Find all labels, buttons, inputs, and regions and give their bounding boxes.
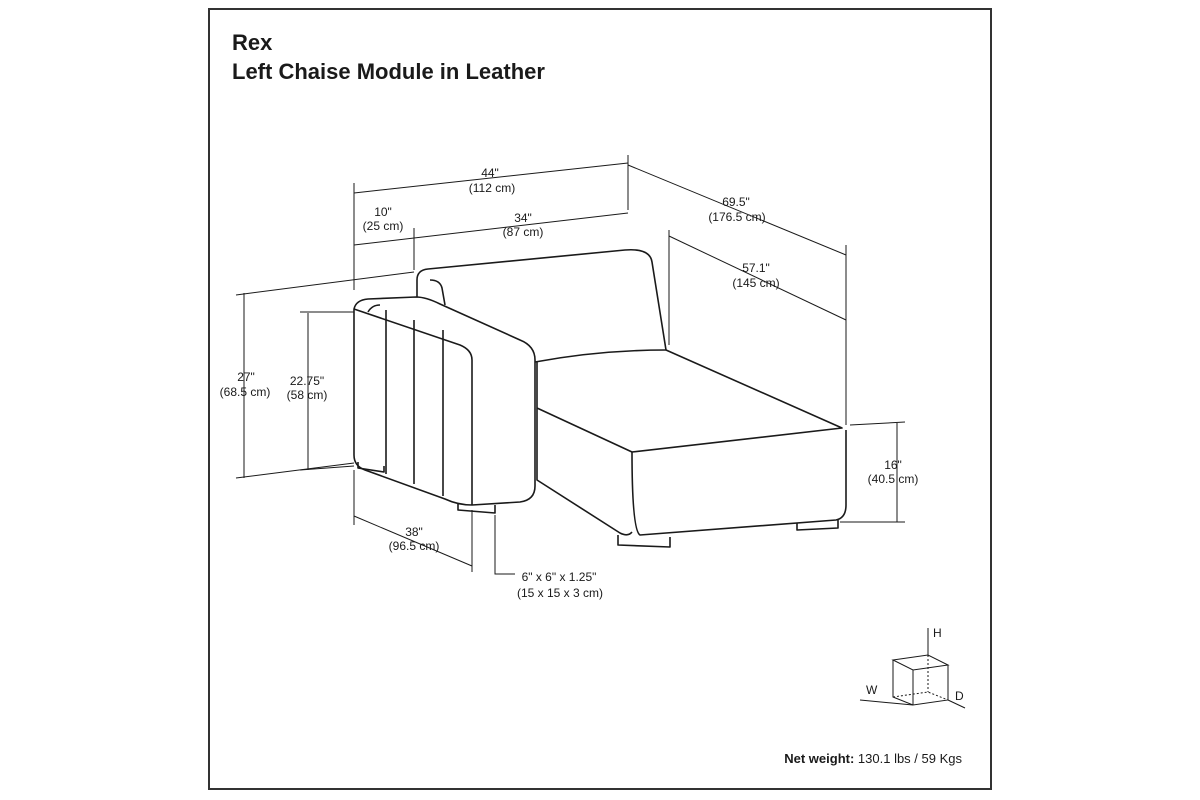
leg-4 <box>796 520 839 531</box>
brand-title: Rex <box>232 30 273 55</box>
net-weight-label: Net weight: <box>784 751 855 766</box>
dimension-labels: 44" (112 cm) 10" (25 cm) 34" (87 cm) 69.… <box>220 166 919 600</box>
arm-width-in: 10" <box>374 205 392 219</box>
dimension-lines <box>235 155 906 575</box>
axis-d-label: D <box>955 689 964 703</box>
arm-depth-cm: (96.5 cm) <box>389 539 440 553</box>
axes-cube-icon <box>859 628 966 709</box>
seat-depth-in: 57.1" <box>742 261 770 275</box>
leg-2 <box>457 503 496 514</box>
overall-depth-in: 69.5" <box>722 195 750 209</box>
seat-width-cm: (87 cm) <box>503 225 544 239</box>
arm-height-in: 22.75" <box>290 374 324 388</box>
seat-height-cm: (40.5 cm) <box>868 472 919 486</box>
leg-size-in: 6" x 6" x 1.25" <box>522 570 597 584</box>
leg-3 <box>617 535 671 548</box>
product-title: Left Chaise Module in Leather <box>232 59 545 84</box>
seat-front <box>631 430 847 536</box>
backrest <box>416 248 667 351</box>
net-weight: Net weight: 130.1 lbs / 59 Kgs <box>752 751 962 766</box>
overall-width-in: 44" <box>481 166 499 180</box>
backrest-front <box>534 349 667 363</box>
overall-depth-cm: (176.5 cm) <box>708 210 765 224</box>
arm-cap <box>353 308 473 361</box>
arm-height-cm: (58 cm) <box>287 388 328 402</box>
overall-width-cm: (112 cm) <box>469 181 515 195</box>
leg-size-cm: (15 x 15 x 3 cm) <box>517 586 603 600</box>
backrest-inner <box>429 279 446 306</box>
seat-depth-cm: (145 cm) <box>732 276 779 290</box>
axes-legend: H W D <box>859 626 966 709</box>
axis-w-label: W <box>866 683 878 697</box>
seat-width-in: 34" <box>514 211 532 225</box>
drawing-frame <box>208 8 992 790</box>
leg-1 <box>357 462 385 473</box>
arm-block <box>353 296 536 506</box>
net-weight-value: 130.1 lbs / 59 Kgs <box>857 751 962 766</box>
axis-h-label: H <box>933 626 942 640</box>
arm-width-cm: (25 cm) <box>363 219 404 233</box>
seat-side <box>536 408 633 536</box>
sofa-outline <box>353 248 847 548</box>
seat-height-in: 16" <box>884 458 902 472</box>
seat-top <box>536 349 843 453</box>
overall-height-cm: (68.5 cm) <box>220 385 271 399</box>
overall-height-in: 27" <box>237 370 255 384</box>
arm-top-edge <box>367 304 381 313</box>
arm-depth-in: 38" <box>405 525 423 539</box>
